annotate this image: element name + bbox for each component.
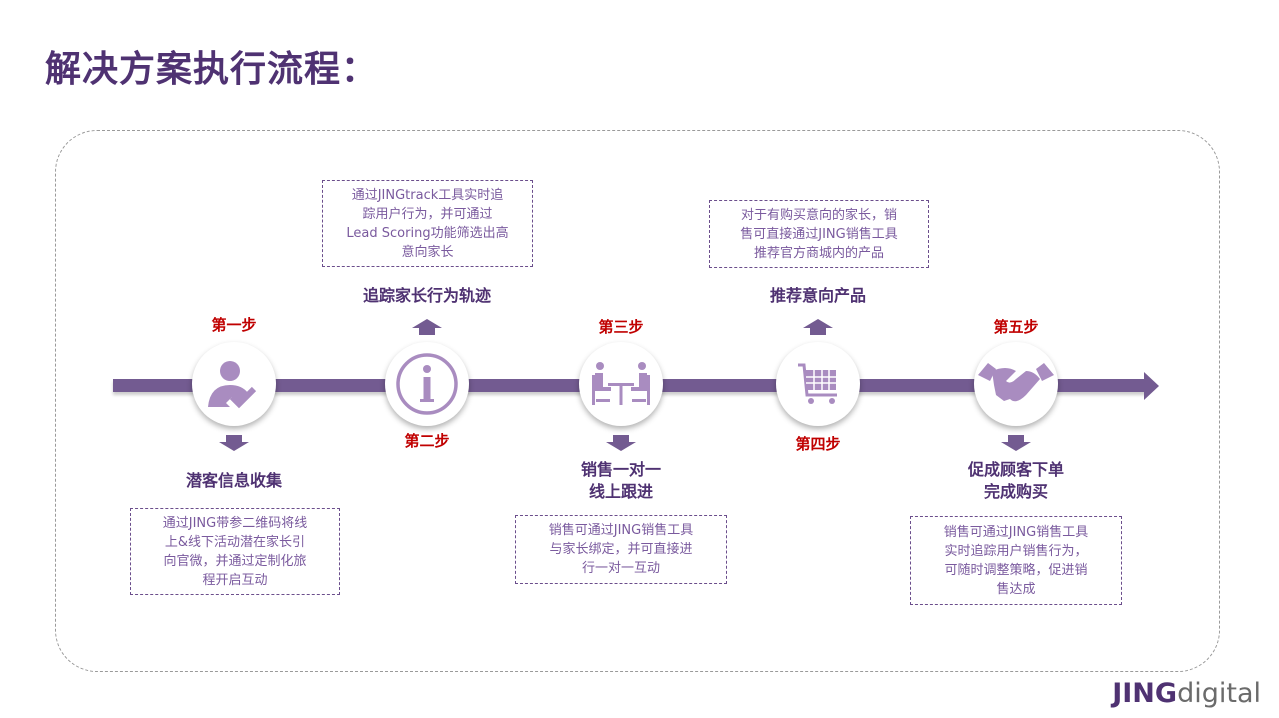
desc-line: 销售可通过JING销售工具 [548, 523, 694, 538]
shopping-cart-icon [798, 363, 837, 404]
desc-line: 程开启互动 [202, 572, 268, 588]
logo-bold: JING [1112, 678, 1178, 709]
step-4-label: 第四步 [795, 435, 841, 453]
desc-line: 踪用户行为，并可通过 [362, 206, 493, 222]
heading-line: 完成购买 [983, 482, 1049, 501]
arrow-down-icon [606, 435, 636, 451]
desc-line: 与家长绑定，并可直接进 [549, 542, 693, 557]
step-2-label: 第二步 [404, 432, 450, 450]
step-5-description: 销售可通过JING销售工具实时追踪用户销售行为， 可随时调整策略，促进销售达成 [910, 516, 1122, 605]
heading-line: 追踪家长行为轨迹 [362, 286, 492, 305]
step-1-circle [192, 342, 276, 426]
step-3-label: 第三步 [598, 318, 644, 336]
step-5-label: 第五步 [993, 318, 1039, 336]
user-check-icon [208, 361, 257, 409]
step-4-heading: 推荐意向产品 [770, 285, 866, 307]
step-4-description: 对于有购买意向的家长，销售可直接通过JING销售工具推荐官方商城内的产品 [709, 200, 929, 268]
handshake-icon [978, 363, 1054, 402]
desc-line: 通过JING带参二维码将线 [162, 515, 308, 531]
arrow-up-icon [412, 319, 442, 335]
desc-line: Lead Scoring功能筛选出高 [346, 225, 509, 241]
step-3-heading: 销售一对一线上跟进 [581, 459, 661, 503]
desc-line: 实时追踪用户销售行为， [944, 543, 1088, 559]
step-2-circle [385, 342, 469, 426]
desc-line: 推荐官方商城内的产品 [753, 245, 884, 261]
heading-line: 线上跟进 [588, 482, 654, 501]
step-2-description: 通过JINGtrack工具实时追踪用户行为，并可通过 Lead Scoring功能… [322, 180, 533, 267]
heading-line: 促成顾客下单 [967, 460, 1065, 479]
arrow-down-icon [1001, 435, 1031, 451]
process-frame [55, 130, 1220, 672]
heading-line: 潜客信息收集 [185, 471, 283, 490]
desc-line: 对于有购买意向的家长，销 [740, 207, 897, 223]
step-4-circle [776, 342, 860, 426]
step-1-description: 通过JING带参二维码将线上&线下活动潜在家长引向官微，并通过定制化旅程开启互动 [130, 508, 340, 595]
heading-line: 推荐意向产品 [769, 286, 867, 305]
logo-light: digital [1177, 678, 1261, 709]
step-2-heading: 追踪家长行为轨迹 [363, 285, 491, 307]
arrow-up-icon [803, 319, 833, 335]
step-1-heading: 潜客信息收集 [186, 470, 282, 492]
desc-line: 通过JINGtrack工具实时追 [351, 187, 504, 203]
info-icon [396, 353, 458, 415]
meeting-icon [592, 362, 650, 405]
arrow-down-icon [219, 435, 249, 451]
step-3-circle [579, 342, 663, 426]
desc-line: 上&线下活动潜在家长引 [164, 534, 306, 550]
desc-line: 向官微，并通过定制化旅 [163, 553, 307, 569]
page-title: 解决方案执行流程： [45, 49, 379, 90]
timeline-arrowhead [1144, 372, 1159, 400]
step-1-label: 第一步 [211, 316, 257, 334]
desc-line: 售可直接通过JING销售工具 [740, 226, 898, 242]
desc-line: 销售可通过JING销售工具 [943, 524, 1089, 540]
heading-line: 销售一对一 [580, 460, 662, 479]
step-5-heading: 促成顾客下单完成购买 [968, 459, 1064, 503]
desc-line: 售达成 [996, 581, 1036, 597]
desc-line: 意向家长 [401, 244, 454, 260]
step-3-description: 销售可通过JING销售工具与家长绑定，并可直接进行一对一互动 [515, 515, 727, 584]
desc-line: 可随时调整策略，促进销 [944, 562, 1088, 578]
step-5-circle [974, 342, 1058, 426]
desc-line: 行一对一互动 [581, 561, 660, 576]
jing-digital-logo: JINGdigital [1112, 678, 1261, 709]
